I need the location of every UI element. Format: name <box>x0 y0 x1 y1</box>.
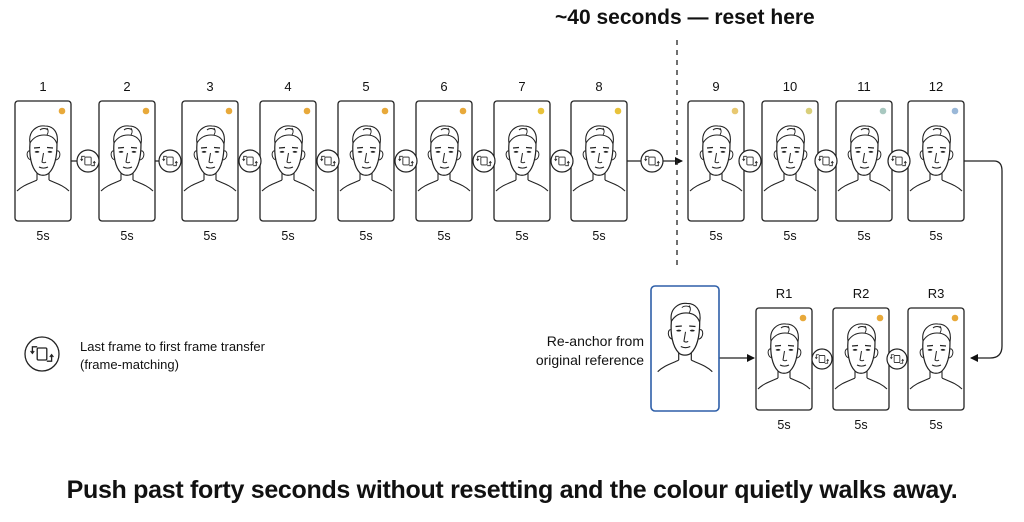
frame-label: 3 <box>206 79 213 94</box>
frame-duration: 5s <box>709 229 722 243</box>
frame-duration: 5s <box>592 229 605 243</box>
frame-1: 1 5s <box>14 79 72 243</box>
transfer-icon <box>158 149 182 173</box>
frame-label: 2 <box>123 79 130 94</box>
reset-frame-label: R2 <box>853 286 870 301</box>
frame-label: 9 <box>712 79 719 94</box>
transfer-icon <box>550 149 574 173</box>
reset-frame-label: R1 <box>776 286 793 301</box>
frame-duration: 5s <box>36 229 49 243</box>
transfer-icon <box>316 149 340 173</box>
frame-label: 6 <box>440 79 447 94</box>
frame-label: 7 <box>518 79 525 94</box>
frame-8: 8 5s <box>570 79 628 243</box>
transfer-icon <box>472 149 496 173</box>
legend-text: Last frame to first frame transfer (fram… <box>80 339 265 372</box>
frame-label: 10 <box>783 79 797 94</box>
frame-duration: 5s <box>281 229 294 243</box>
frame-3: 3 5s <box>181 79 239 243</box>
frame-label: 1 <box>39 79 46 94</box>
frame-5: 5 5s <box>337 79 395 243</box>
frame-label: 5 <box>362 79 369 94</box>
reference-frame <box>650 285 720 412</box>
status-dot <box>731 107 739 115</box>
transfer-icon <box>238 149 262 173</box>
frame-4: 4 5s <box>259 79 317 243</box>
reset-frame-label: R3 <box>928 286 945 301</box>
frame-9: 9 5s <box>687 79 745 243</box>
status-dot <box>142 107 150 115</box>
transfer-icon <box>76 149 100 173</box>
frame-7: 7 5s <box>493 79 551 243</box>
transfer-icon <box>811 348 833 370</box>
status-dot <box>225 107 233 115</box>
status-dot <box>381 107 389 115</box>
status-dot <box>537 107 545 115</box>
frame-duration: 5s <box>359 229 372 243</box>
reset-frame-duration: 5s <box>777 418 790 432</box>
frames-layer: 1 5s 2 5s 3 5s 4 5s 5 5s 6 5s 7 5s 8 5s 9 5s 10 5s 11 5s 12 5s <box>14 79 965 243</box>
frame-duration: 5s <box>437 229 450 243</box>
wrap-arrow <box>964 160 1003 362</box>
reset-frames-layer: R1 5s R2 5s R3 5s <box>755 286 965 432</box>
frame-12: 12 5s <box>907 79 965 243</box>
frame-duration: 5s <box>515 229 528 243</box>
frame-10: 10 5s <box>761 79 819 243</box>
frame-duration: 5s <box>857 229 870 243</box>
frame-duration: 5s <box>929 229 942 243</box>
frame-duration: 5s <box>203 229 216 243</box>
status-dot <box>614 107 622 115</box>
status-dot <box>303 107 311 115</box>
transfer-icon <box>887 149 911 173</box>
status-dot <box>799 314 807 322</box>
frame-transfer-icon <box>24 336 60 372</box>
reset-frame-duration: 5s <box>929 418 942 432</box>
frame-label: 12 <box>929 79 943 94</box>
reset-frame-2: R2 5s <box>832 286 890 432</box>
status-dot <box>951 107 959 115</box>
transfer-icon <box>738 149 762 173</box>
status-dot <box>879 107 887 115</box>
transfer-icon <box>886 348 908 370</box>
frame-2: 2 5s <box>98 79 156 243</box>
status-dot <box>805 107 813 115</box>
status-dot <box>459 107 467 115</box>
frame-6: 6 5s <box>415 79 473 243</box>
transfer-icon <box>814 149 838 173</box>
frame-label: 11 <box>857 79 871 94</box>
frame-label: 4 <box>284 79 291 94</box>
frame-label: 8 <box>595 79 602 94</box>
transfer-icon <box>640 149 664 173</box>
reset-marker-label: ~40 seconds — reset here <box>555 6 815 29</box>
frame-11: 11 5s <box>835 79 893 243</box>
caption: Push past forty seconds without resettin… <box>66 476 958 504</box>
reset-frame-3: R3 5s <box>907 286 965 432</box>
status-dot <box>951 314 959 322</box>
reset-frame-duration: 5s <box>854 418 867 432</box>
status-dot <box>876 314 884 322</box>
reset-frame-1: R1 5s <box>755 286 813 432</box>
frame-duration: 5s <box>783 229 796 243</box>
status-dot <box>58 107 66 115</box>
reanchor-label: Re-anchor from original reference <box>535 333 644 368</box>
frame-duration: 5s <box>120 229 133 243</box>
transfer-icon <box>394 149 418 173</box>
